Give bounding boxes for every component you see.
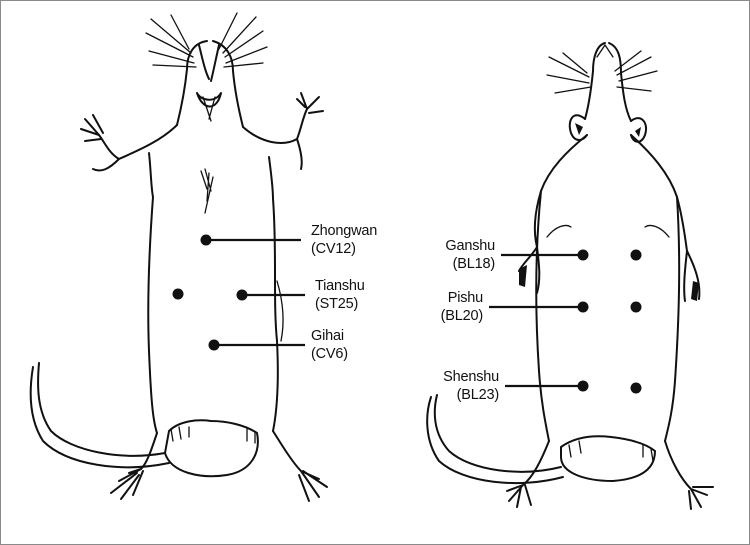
label-pishu-name: Pishu [448, 290, 483, 306]
left-rat-ventral [31, 13, 327, 501]
right-rat-dorsal [427, 43, 713, 509]
label-gihai-code: (CV6) [311, 346, 348, 362]
label-ganshu-name: Ganshu [445, 238, 495, 254]
label-gihai-name: Gihai [311, 328, 344, 344]
point-pishu-right [631, 302, 642, 313]
point-tianshu-left [173, 289, 184, 300]
label-pishu-code: (BL20) [441, 308, 483, 324]
label-shenshu-code: (BL23) [457, 387, 499, 403]
label-zhongwan-name: Zhongwan [311, 223, 377, 239]
label-zhongwan-code: (CV12) [311, 241, 356, 257]
label-tianshu-name: Tianshu [315, 278, 365, 294]
label-ganshu-code: (BL18) [453, 256, 495, 272]
label-tianshu-code: (ST25) [315, 296, 358, 312]
label-shenshu-name: Shenshu [443, 369, 499, 385]
point-shenshu-right [631, 383, 642, 394]
point-ganshu-right [631, 250, 642, 261]
